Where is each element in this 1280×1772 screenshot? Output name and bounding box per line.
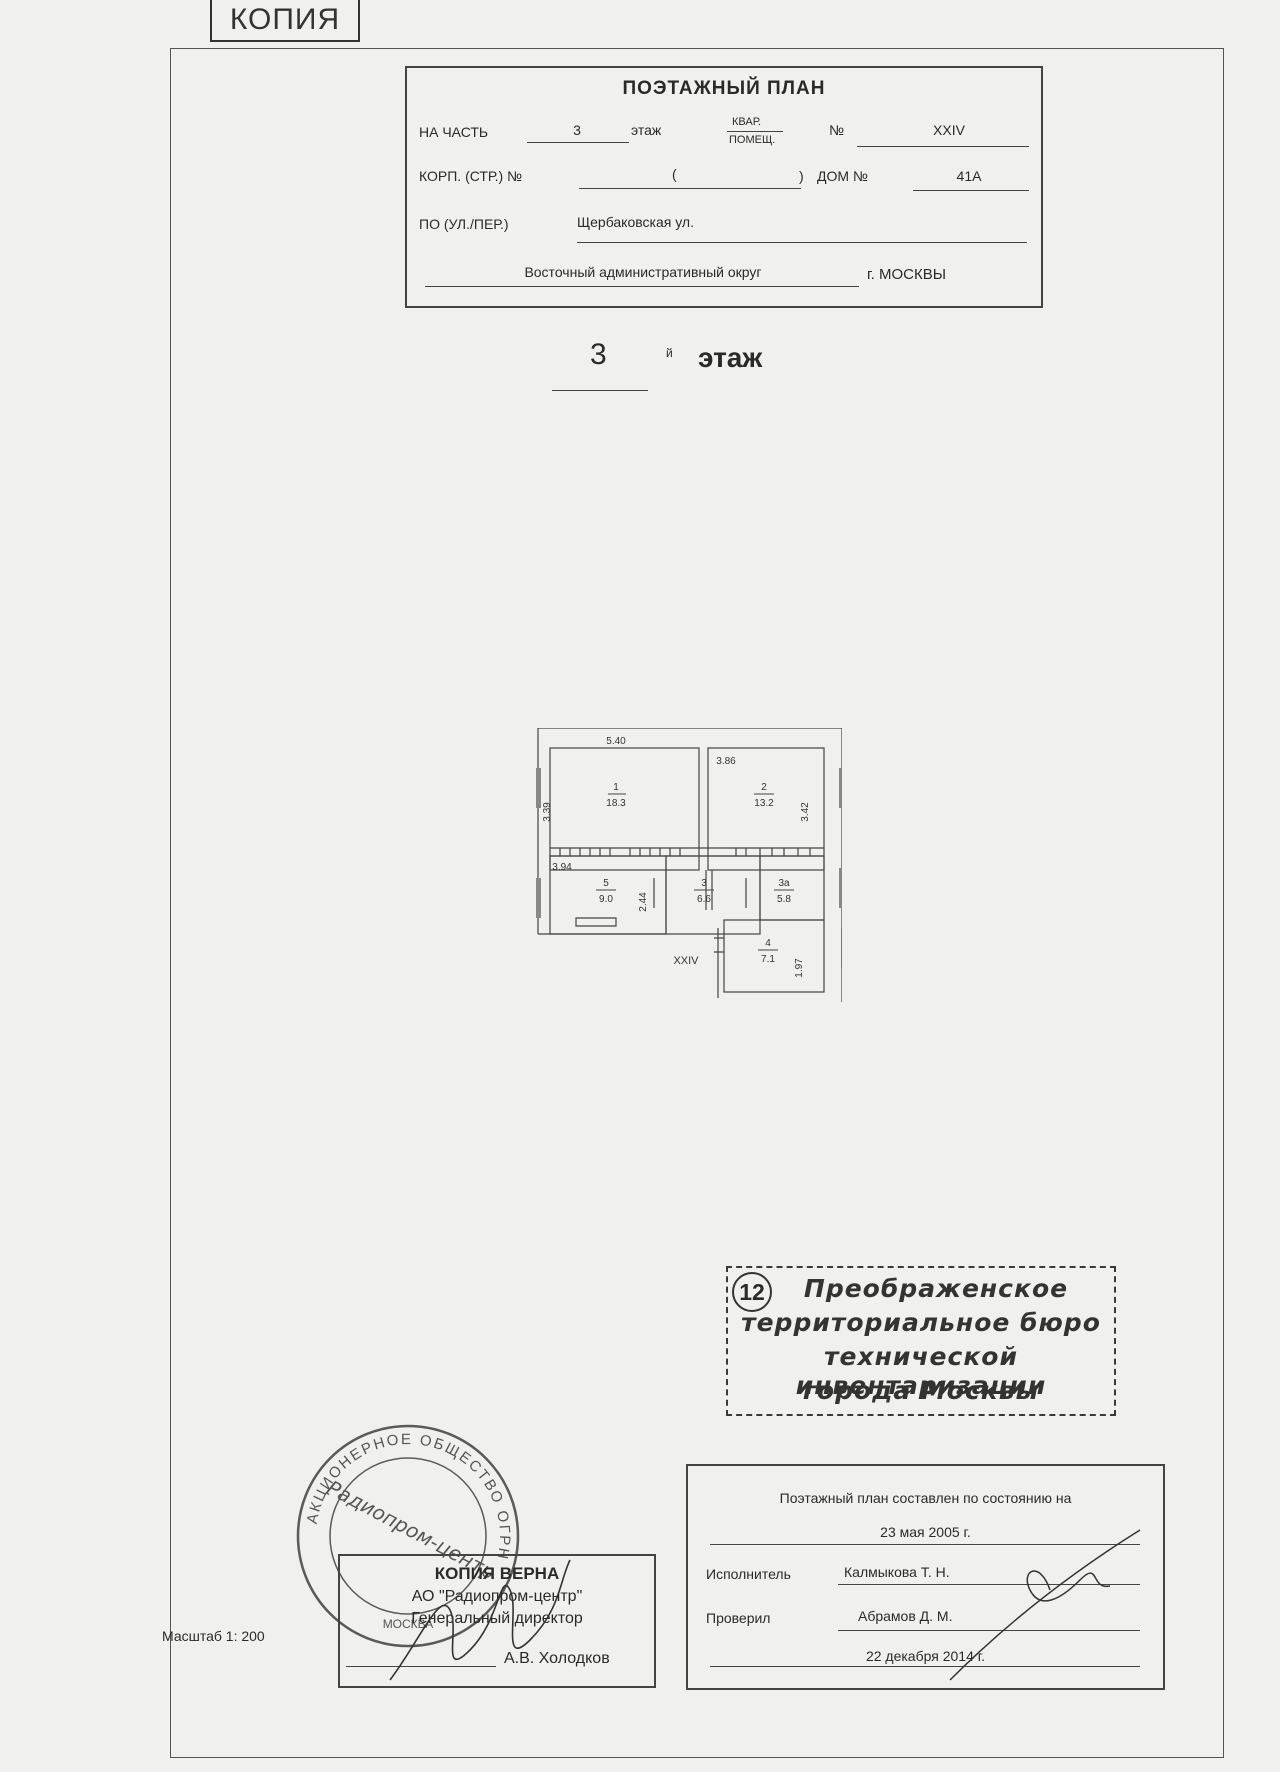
info-box: Поэтажный план составлен по состоянию на… [686, 1464, 1165, 1690]
room-4-outline [723, 919, 825, 993]
corridor [550, 847, 824, 857]
copy-stamp: КОПИЯ [210, 0, 360, 42]
room-5-area: 9.0 [599, 894, 613, 905]
cert-line-3: Генеральный директор [411, 1610, 583, 1627]
state-date-line [710, 1544, 1140, 1545]
bti-line-3: технической инвентаризации [795, 1342, 1047, 1400]
room-3-area: 6.6 [697, 894, 711, 905]
floor-heading-line [552, 390, 648, 391]
street-label: ПО (УЛ./ПЕР.) [419, 216, 509, 232]
header-box: ПОЭТАЖНЫЙ ПЛАН НА ЧАСТЬ 3 этаж КВАР. ПОМ… [405, 66, 1043, 308]
room-4-area: 7.1 [761, 954, 775, 965]
dom-label: ДОМ № [817, 168, 868, 184]
room-1-width: 5.40 [606, 736, 626, 747]
city-label: г. МОСКВЫ [867, 266, 946, 283]
executor-line [838, 1584, 1140, 1585]
room-4-num: 4 [765, 938, 771, 949]
bti-line-1: Преображенское [803, 1274, 1069, 1303]
floor-plan: 5.40 1 18.3 3.39 3.86 2 13.2 3.42 3.94 5… [536, 728, 842, 1002]
floor-word: этаж [698, 342, 763, 373]
korp-close-paren: ) [799, 168, 804, 184]
korp-line [579, 188, 801, 189]
floor-line [527, 142, 629, 143]
cert-name: А.В. Холодков [504, 1650, 610, 1667]
checked-line [838, 1630, 1140, 1631]
bti-line-4: города Москвы [802, 1376, 1040, 1405]
executor-name: Калмыкова Т. Н. [844, 1564, 950, 1580]
na-chast-label: НА ЧАСТЬ [419, 124, 489, 140]
no-line [857, 146, 1029, 147]
room-5-height: 2.44 [638, 892, 649, 912]
room-1-height: 3.39 [542, 802, 553, 822]
room-3a-num: 3а [778, 878, 790, 889]
plan-title: ПОЭТАЖНЫЙ ПЛАН [622, 78, 826, 99]
copy-certification: КОПИЯ ВЕРНА АО "Радиопром-центр" Генерал… [338, 1554, 656, 1688]
room-2-outline [707, 747, 825, 871]
corridor-ticks [559, 848, 811, 856]
bti-line-2: территориальное бюро [741, 1308, 1101, 1337]
entry [714, 928, 724, 998]
checked-name: Абрамов Д. М. [858, 1608, 953, 1624]
scale-label: Масштаб 1: 200 [162, 1628, 265, 1644]
state-label: Поэтажный план составлен по состоянию на [779, 1490, 1072, 1506]
floor-value: 3 [573, 122, 581, 138]
street-value: Щербаковская ул. [577, 214, 694, 230]
kvar-label: КВАР. [732, 116, 762, 128]
etazh-label: этаж [631, 122, 662, 138]
room-2-num: 2 [761, 782, 767, 793]
korp-open-paren: ( [672, 166, 677, 182]
state-date: 23 мая 2005 г. [880, 1524, 971, 1540]
dom-line [913, 190, 1029, 191]
cert-sign-line [346, 1666, 496, 1667]
room-1-outline [549, 747, 700, 871]
room-5-num: 5 [603, 878, 609, 889]
room-2-height: 3.42 [800, 802, 811, 822]
korp-label: КОРП. (СТР.) № [419, 168, 523, 184]
sign-date: 22 декабря 2014 г. [865, 1648, 986, 1664]
floor-number: 3 [590, 338, 607, 371]
district-value: Восточный административный округ [524, 264, 762, 280]
checked-label: Проверил [706, 1610, 771, 1626]
radiator [575, 917, 617, 927]
room-1-num: 1 [613, 782, 619, 793]
sign-date-line [710, 1666, 1140, 1667]
executor-label: Исполнитель [706, 1566, 791, 1582]
cert-line-1: КОПИЯ ВЕРНА [434, 1564, 560, 1583]
room-1-area: 18.3 [606, 798, 626, 809]
page-frame [170, 48, 1224, 1758]
street-line [577, 242, 1027, 243]
dom-value: 41А [956, 168, 982, 184]
room-5-width: 3.94 [552, 862, 572, 873]
room-3-num: 3 [701, 878, 707, 889]
bti-stamp: 12 Преображенское территориальное бюро т… [726, 1266, 1116, 1416]
windows [536, 768, 842, 968]
bti-number: 12 [732, 1272, 772, 1312]
district-line [425, 286, 859, 287]
apartment-label: XXIV [673, 955, 699, 967]
room-2-width: 3.86 [716, 756, 736, 767]
no-label: № [829, 122, 845, 138]
kvar-divider [727, 131, 783, 132]
room-3a-outline [759, 855, 825, 921]
no-value: XXIV [933, 122, 965, 138]
pomesh-label: ПОМЕЩ. [729, 134, 776, 146]
cert-line-2: АО "Радиопром-центр" [411, 1588, 583, 1605]
room-2-area: 13.2 [754, 798, 774, 809]
room-4-height: 1.97 [794, 958, 805, 978]
room-3a-area: 5.8 [777, 894, 791, 905]
floor-suffix: й [666, 346, 673, 360]
